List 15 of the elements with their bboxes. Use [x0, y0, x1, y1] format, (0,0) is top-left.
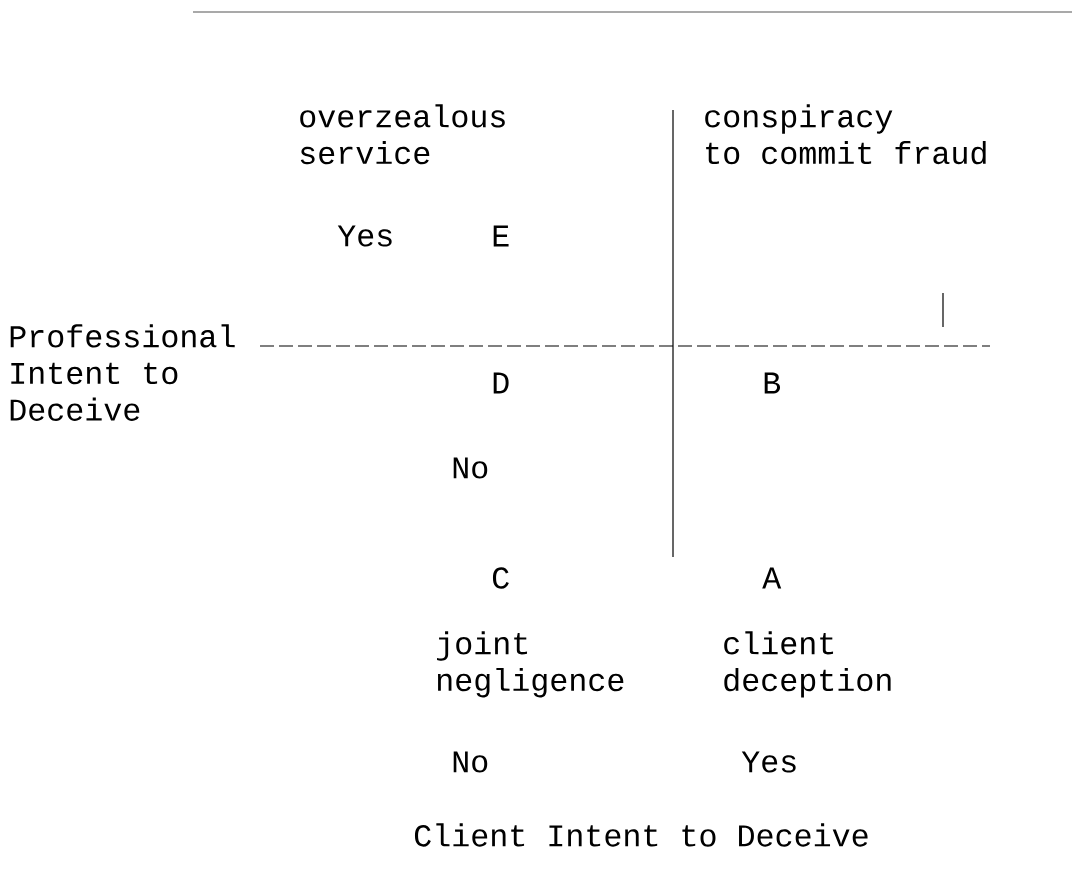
axis-value: Yes: [337, 225, 392, 247]
quadrant-letter: D: [493, 372, 509, 394]
quadrant-label: joint negligence: [437, 631, 624, 698]
axis-label: Professional Intent to Deceive: [10, 324, 235, 421]
quadrant-label: overzealous service: [300, 104, 505, 165]
axis-value: No: [453, 751, 488, 773]
axis-label: Client Intent to Deceive: [414, 823, 868, 847]
axis-value: Yes: [741, 751, 796, 773]
quadrant-letter: E: [493, 225, 509, 247]
quadrant-letter: C: [492, 567, 509, 589]
quadrant-letter: B: [764, 372, 781, 394]
quadrant-label: client deception: [724, 631, 891, 698]
axis-value: No: [453, 457, 488, 479]
quadrant-letter: A: [762, 567, 782, 589]
quadrant-label: conspiracy to commit fraud: [705, 104, 986, 165]
